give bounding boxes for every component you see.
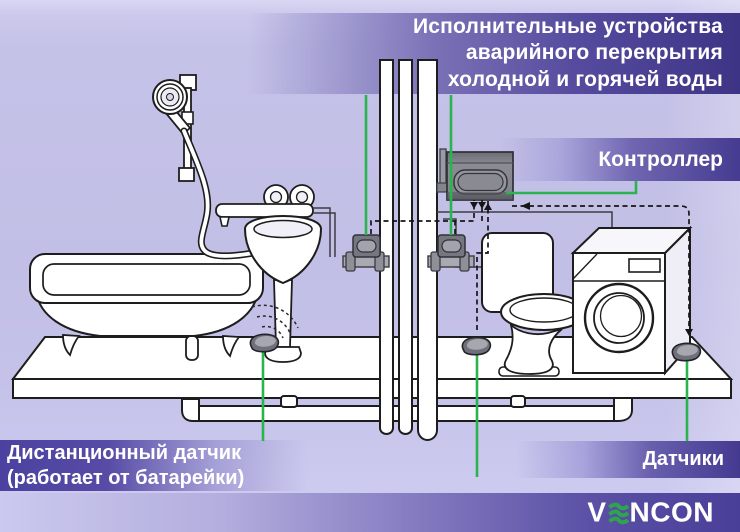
banner-actuators: Исполнительные устройства аварийного пер…	[248, 13, 740, 94]
footer-bar: V NCON	[0, 493, 740, 532]
logo-letters-ncon: NCON	[629, 495, 714, 527]
green-connector-lines	[261, 95, 689, 477]
riser-pipes	[379, 59, 438, 441]
shutoff-valve-left	[342, 234, 390, 272]
wired-sensor-toilet	[461, 336, 492, 356]
toilet	[481, 232, 588, 377]
banner-controller: Контроллер	[500, 138, 740, 181]
banner-actuators-line2: аварийного перекрытия	[465, 41, 723, 65]
mixer-tap	[215, 184, 336, 257]
banner-remote-sensor: Дистанционный датчик (работает от батаре…	[0, 440, 308, 491]
pedestal-sink	[243, 214, 323, 363]
banner-controller-label: Контроллер	[598, 147, 723, 171]
banner-remote-line2: (работает от батарейки)	[7, 466, 245, 489]
banner-actuators-line3: холодной и горячей воды	[447, 67, 723, 91]
wired-sensor-right	[671, 342, 702, 362]
bathtub	[29, 253, 264, 361]
shutoff-valve-right	[427, 234, 475, 272]
logo-letter-v: V	[587, 495, 607, 527]
vencon-logo: V NCON	[587, 495, 714, 527]
shower-head	[152, 79, 188, 115]
banner-sensors-label: Датчики	[642, 448, 724, 470]
banner-remote-line1: Дистанционный датчик	[7, 441, 242, 464]
logo-wave-icon	[607, 502, 629, 524]
banner-sensors: Датчики	[516, 441, 740, 478]
washing-machine	[570, 225, 693, 376]
controller-box	[436, 148, 514, 201]
remote-battery-sensor	[249, 333, 280, 353]
radio-wave-arcs	[251, 304, 299, 339]
banner-actuators-line1: Исполнительные устройства	[412, 14, 723, 38]
signal-arrows	[470, 202, 693, 336]
